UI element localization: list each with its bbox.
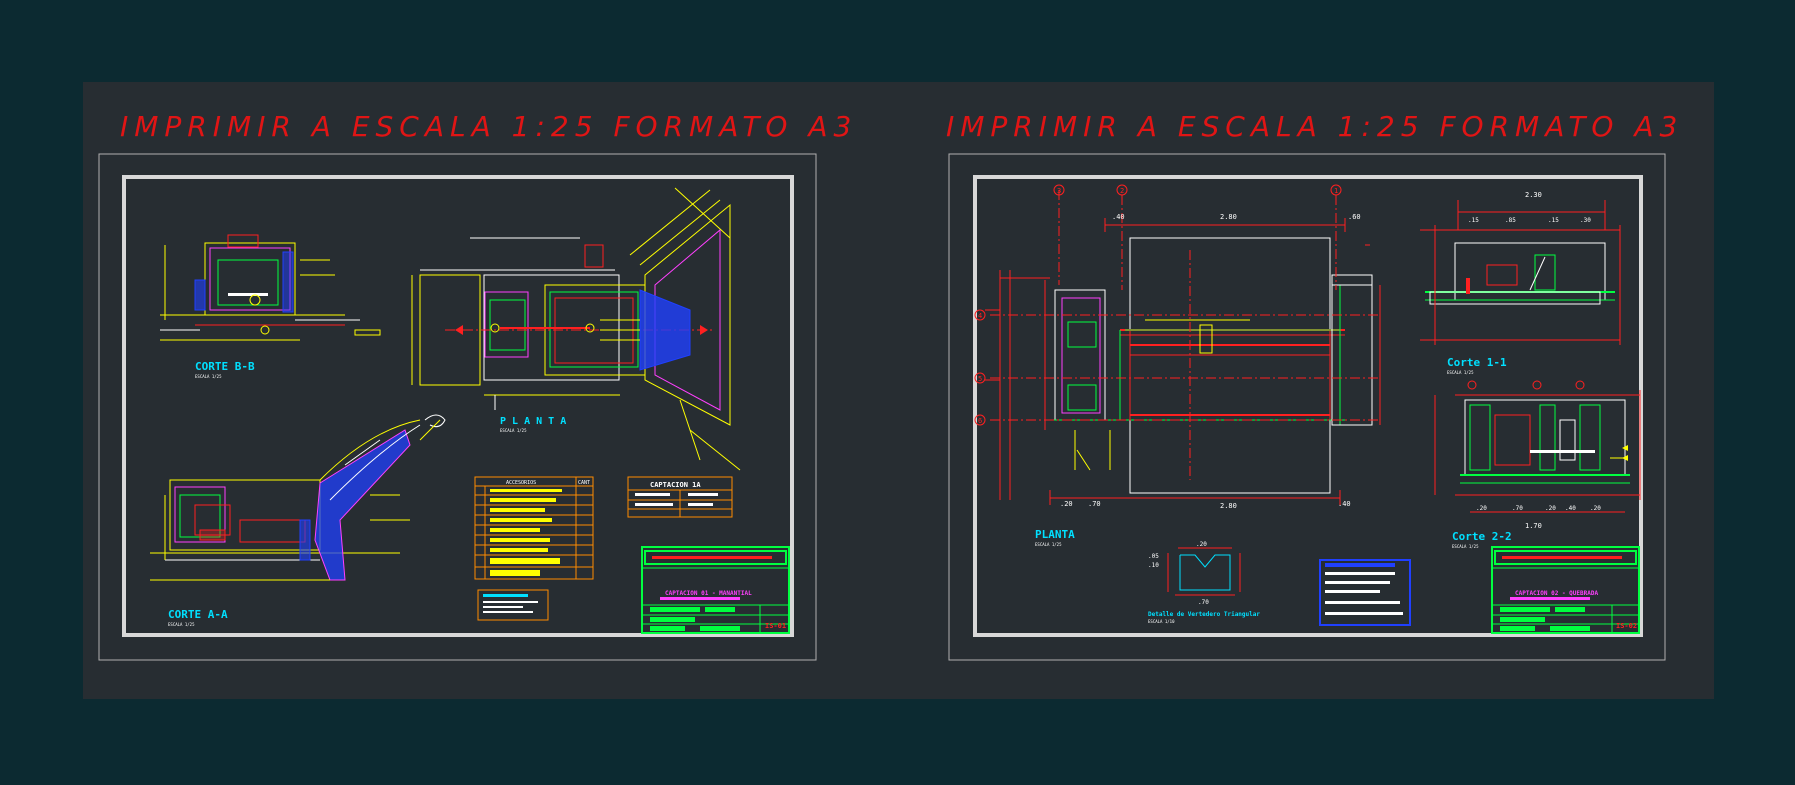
section-marker-a-right <box>700 325 708 335</box>
corte-11-dim-d: .30 <box>1580 217 1591 224</box>
notes-box <box>1319 559 1411 626</box>
corte-bb-detail <box>160 234 381 341</box>
planta-2-dim-top-main: 2.80 <box>1220 213 1237 221</box>
title-block-2-code: IS-02 <box>1616 622 1637 630</box>
sheet-2-paper <box>906 82 1714 699</box>
corte-22-dim-total: 1.70 <box>1525 522 1542 530</box>
corte-11-dim-c: .15 <box>1548 217 1559 224</box>
accesorios-table <box>474 476 594 580</box>
corte-22-bubbles <box>1467 380 1585 390</box>
title-block-1-code: IS-01 <box>765 622 786 630</box>
sheet-2-inner-frame <box>973 175 1643 637</box>
planta-2-scale: ESCALA 1/25 <box>1035 542 1062 547</box>
planta-2-title: PLANTA <box>1035 528 1075 541</box>
corte-aa-scale: ESCALA 1/25 <box>168 622 195 627</box>
axis-id-1: 1 <box>1334 187 1338 195</box>
corte-22-dim-a: .20 <box>1476 505 1487 512</box>
title-block-2 <box>1491 546 1640 634</box>
sheet-1-banner: IMPRIMIR A ESCALA 1:25 FORMATO A3 <box>120 110 857 143</box>
sheet-2-outer-frame <box>948 153 1666 661</box>
corte-11-dim-b: .85 <box>1505 217 1516 224</box>
legend-box-1 <box>477 589 549 621</box>
vertedero-title: Detalle de Vertedero Triangular <box>1148 611 1260 618</box>
corte-22-detail <box>1434 390 1641 513</box>
corte-11-title: Corte 1-1 <box>1447 356 1507 369</box>
sheet-1-outer-frame <box>98 153 817 661</box>
planta-2-detail <box>985 190 1381 505</box>
corte-aa-detail <box>150 414 446 581</box>
title-block-1 <box>641 546 790 634</box>
accesorios-header: ACCESORIOS <box>506 480 536 486</box>
sheet-2-banner: IMPRIMIR A ESCALA 1:25 FORMATO A3 <box>946 110 1683 143</box>
planta-1-title: P L A N T A <box>500 416 566 427</box>
corte-bb-scale: ESCALA 1/25 <box>195 374 222 379</box>
corte-11-detail <box>1420 200 1621 345</box>
axis-id-2: 2 <box>1120 187 1124 195</box>
planta-2-dim-bottom-2: .70 <box>1088 500 1101 508</box>
axis-id-3: 3 <box>1057 187 1061 195</box>
vertedero-scale: ESCALA 1/10 <box>1148 619 1175 624</box>
axis-bubbles <box>974 184 1342 426</box>
corte-22-dim-d: .40 <box>1565 505 1576 512</box>
planta-2-dim-bottom-3: .40 <box>1338 500 1351 508</box>
corte-22-dim-c: .20 <box>1545 505 1556 512</box>
title-block-1-line: CAPTACION 01 - MANANTIAL <box>665 590 752 597</box>
vertedero-detail <box>1167 547 1241 596</box>
corte-22-scale: ESCALA 1/25 <box>1452 544 1479 549</box>
section-marker-a-left <box>455 325 463 335</box>
corte-22-dim-e: .20 <box>1590 505 1601 512</box>
planta-2-dim-top-left: .40 <box>1112 213 1125 221</box>
corte-11-dim-top: 2.30 <box>1525 191 1542 199</box>
planta-2-dim-top-right: .60 <box>1348 213 1361 221</box>
title-block-2-line: CAPTACION 02 - QUEBRADA <box>1515 590 1598 597</box>
planta-1-scale: ESCALA 1/25 <box>500 428 527 433</box>
captacion-header: CAPTACION 1A <box>650 481 701 489</box>
planta-1-detail <box>411 187 741 471</box>
sheet-1: IMPRIMIR A ESCALA 1:25 FORMATO A3 CORTE … <box>83 82 906 699</box>
axis-id-6: 6 <box>978 417 982 425</box>
planta-2-dim-bottom-1: .20 <box>1060 500 1073 508</box>
planta-2-dim-bottom-main: 2.80 <box>1220 502 1237 510</box>
corte-22-title: Corte 2-2 <box>1452 530 1512 543</box>
axis-id-5: 5 <box>978 375 982 383</box>
sheet-1-inner-frame <box>122 175 794 637</box>
corte-11-dim-a: .15 <box>1468 217 1479 224</box>
corte-aa-title: CORTE A-A <box>168 608 228 621</box>
corte-11-scale: ESCALA 1/25 <box>1447 370 1474 375</box>
corte-22-dim-b: .70 <box>1512 505 1523 512</box>
corte-bb-title: CORTE B-B <box>195 360 255 373</box>
vertedero-dim-left-a: .05 <box>1148 553 1159 560</box>
axis-id-4: 4 <box>978 312 982 320</box>
vertedero-dim-top: .20 <box>1196 541 1207 548</box>
cant-header: CANT <box>578 480 590 486</box>
captacion-table <box>627 476 733 518</box>
vertedero-dim-left-b: .10 <box>1148 562 1159 569</box>
sheet-2: IMPRIMIR A ESCALA 1:25 FORMATO A3 <box>906 82 1714 699</box>
vertedero-dim-bottom: .70 <box>1198 599 1209 606</box>
